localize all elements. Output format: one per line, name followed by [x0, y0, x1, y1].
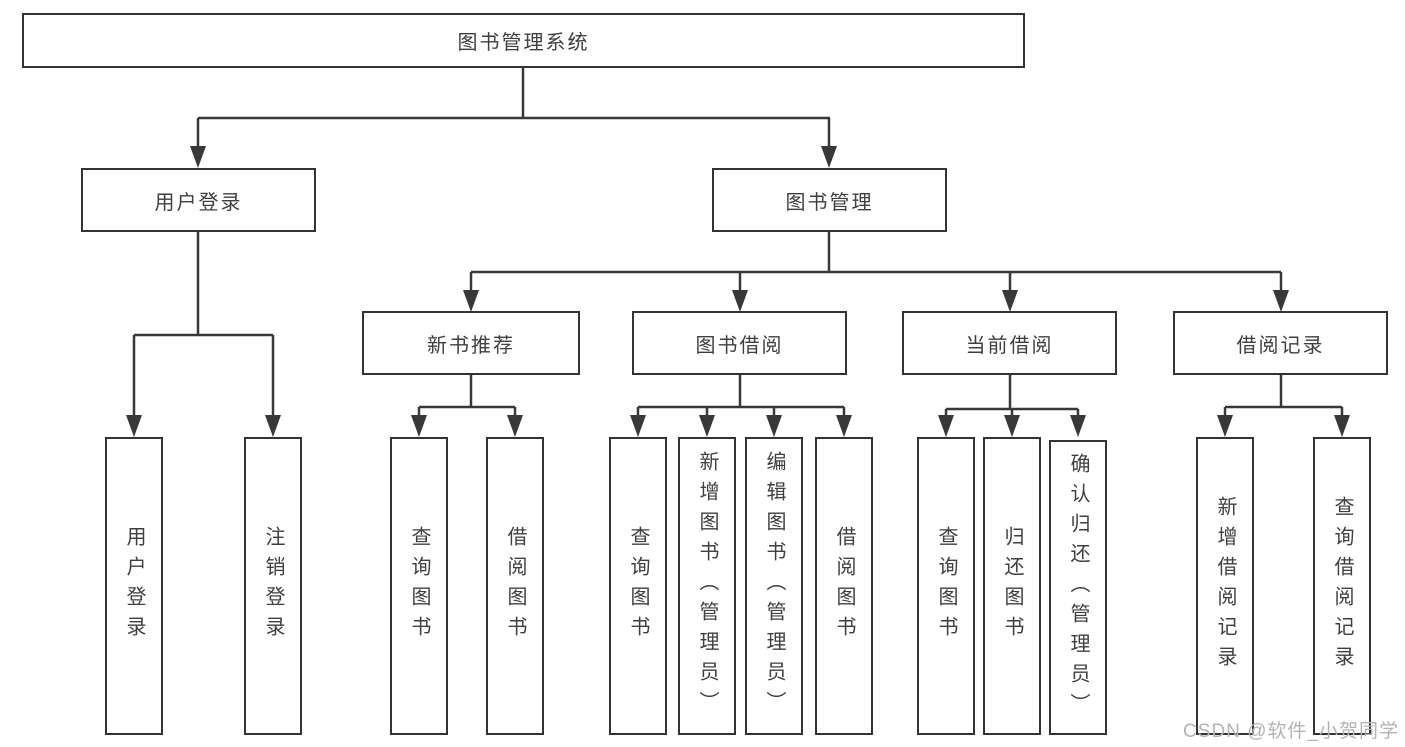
node-book-management: 图书管理: [712, 168, 947, 232]
node-library-management-system: 图书管理系统: [22, 13, 1025, 68]
leaf-logout-label: 注销登录: [262, 526, 284, 646]
leaf-query-books-2-label: 查询图书: [627, 526, 649, 646]
leaf-user-login: 用户登录: [105, 437, 163, 735]
leaf-query-books-2: 查询图书: [609, 437, 667, 735]
node-book-borrowing: 图书借阅: [632, 311, 847, 375]
leaf-query-books-3: 查询图书: [917, 437, 975, 735]
leaf-confirm-return-admin: 确认归还（管理员）: [1049, 440, 1107, 735]
leaf-confirm-return-admin-label: 确认归还（管理员）: [1067, 452, 1089, 723]
node-new-book-recommendation: 新书推荐: [362, 311, 580, 375]
leaf-query-borrow-record: 查询借阅记录: [1313, 437, 1371, 735]
leaf-add-books-admin-label: 新增图书（管理员）: [696, 451, 718, 721]
leaf-borrow-books-1-label: 借阅图书: [504, 526, 526, 646]
leaf-add-borrow-record-label: 新增借阅记录: [1214, 496, 1236, 676]
leaf-return-books-label: 归还图书: [1001, 526, 1023, 646]
leaf-query-books-1: 查询图书: [390, 437, 448, 735]
leaf-add-books-admin: 新增图书（管理员）: [678, 437, 736, 735]
leaf-add-borrow-record: 新增借阅记录: [1196, 437, 1254, 735]
node-current-borrowing: 当前借阅: [902, 311, 1117, 375]
leaf-user-login-label: 用户登录: [123, 526, 145, 646]
csdn-watermark: CSDN @软件_小贺同学: [1183, 721, 1399, 742]
leaf-borrow-books-2-label: 借阅图书: [833, 526, 855, 646]
leaf-edit-books-admin: 编辑图书（管理员）: [745, 437, 803, 735]
leaf-return-books: 归还图书: [983, 437, 1041, 735]
leaf-borrow-books-2: 借阅图书: [815, 437, 873, 735]
node-borrowing-records: 借阅记录: [1173, 311, 1388, 375]
leaf-borrow-books-1: 借阅图书: [486, 437, 544, 735]
leaf-query-books-3-label: 查询图书: [935, 526, 957, 646]
node-user-login: 用户登录: [81, 168, 316, 232]
leaf-edit-books-admin-label: 编辑图书（管理员）: [763, 451, 785, 721]
leaf-logout: 注销登录: [244, 437, 302, 735]
leaf-query-books-1-label: 查询图书: [408, 526, 430, 646]
leaf-query-borrow-record-label: 查询借阅记录: [1331, 496, 1353, 676]
